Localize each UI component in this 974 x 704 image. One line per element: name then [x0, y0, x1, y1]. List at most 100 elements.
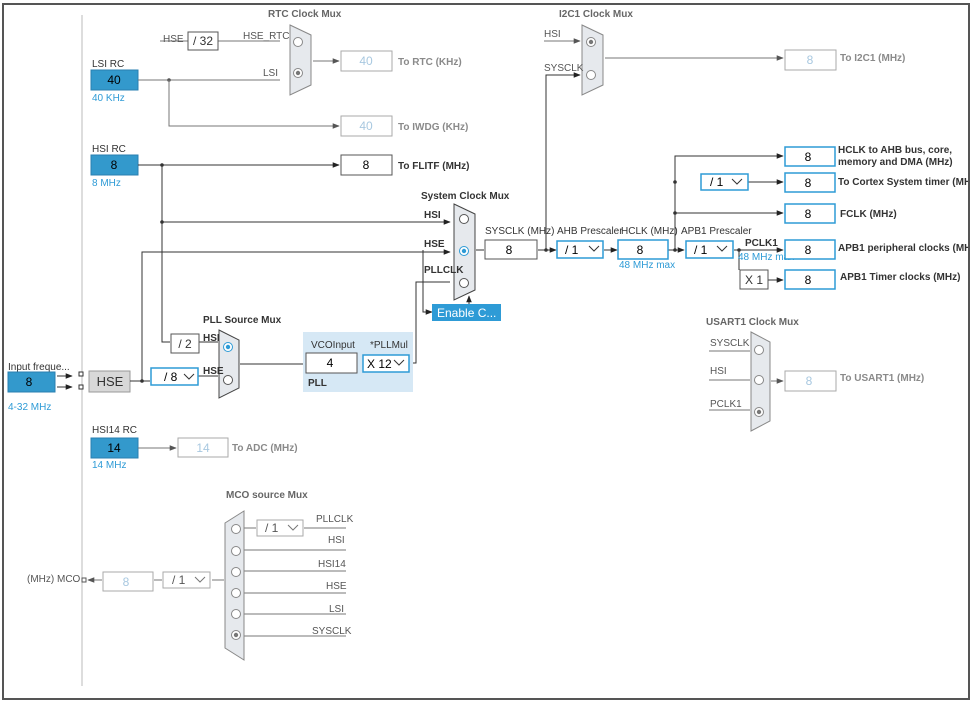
hse-prediv-value: / 8	[164, 370, 178, 384]
usart-pclk1-label: PCLK1	[710, 399, 742, 410]
rtc-output-box: 40	[340, 50, 393, 72]
input-frequency-box[interactable]: 8	[7, 371, 56, 393]
chevron-down-icon	[194, 576, 206, 583]
vco-input-label: VCOInput	[311, 340, 355, 351]
pll-label: PLL	[308, 378, 327, 389]
apb1-timer-multiplier: X 1	[739, 269, 769, 290]
system-clock-mux[interactable]	[453, 203, 476, 301]
mco-divider-value: / 1	[172, 573, 186, 587]
mco-mux-radio-hse[interactable]	[231, 588, 241, 598]
hsi-freq: 8 MHz	[92, 178, 121, 189]
hclk-max: 48 MHz max	[619, 260, 675, 271]
cortex-timer-divider-select[interactable]: / 1	[700, 173, 749, 191]
i2c1-output-label: To I2C1 (MHz)	[840, 53, 905, 64]
iwdg-output-value: 40	[359, 119, 373, 133]
hsi14-rc-box[interactable]: 14	[90, 437, 139, 459]
chevron-down-icon	[716, 245, 728, 252]
ahb-prescaler-label: AHB Prescaler	[557, 226, 623, 237]
input-frequency-label: Input freque...	[8, 362, 70, 373]
hsi14-rc-label: HSI14 RC	[92, 425, 137, 436]
cortex-timer-output-label: To Cortex System timer (MHz)	[838, 177, 968, 188]
hsi14-freq: 14 MHz	[92, 460, 126, 471]
lsi-rc-box[interactable]: 40	[90, 69, 139, 91]
pll-mux-hsi-label: HSI	[203, 333, 220, 344]
usart1-clock-mux[interactable]	[750, 331, 771, 432]
mco-mux-radio-hsi[interactable]	[231, 546, 241, 556]
apb1-periph-output-label: APB1 peripheral clocks (MHz)	[838, 243, 968, 254]
rtc-output-value: 40	[359, 54, 373, 68]
mco-mux-radio-lsi[interactable]	[231, 609, 241, 619]
hse-prediv-select[interactable]: / 8	[150, 367, 199, 386]
rtc-hse-label: HSE	[163, 34, 184, 45]
pll-source-mux-title: PLL Source Mux	[203, 315, 282, 326]
lsi-rc-label: LSI RC	[92, 59, 124, 70]
pll-mux-radio-hse[interactable]	[223, 375, 233, 385]
mco-output-value: 8	[123, 575, 130, 589]
sysmux-radio-hsi[interactable]	[459, 214, 469, 224]
sysmux-pllclk-label: PLLCLK	[424, 265, 464, 276]
lsi-freq: 40 KHz	[92, 93, 125, 104]
usart1-mux-title: USART1 Clock Mux	[706, 317, 799, 328]
mco-divider-select[interactable]: / 1	[162, 571, 211, 589]
pll-hsi-divider-value: / 2	[178, 337, 192, 351]
osc-pin-out	[78, 384, 84, 390]
apb1-timer-multiplier-value: X 1	[745, 273, 763, 287]
hclk-ahb-output-value: 8	[805, 150, 812, 164]
i2c-sysclk-label: SYSCLK	[544, 63, 584, 74]
i2c1-clock-mux[interactable]	[581, 24, 604, 96]
mco-mux-title: MCO source Mux	[226, 490, 308, 501]
pll-hsi-divider: / 2	[170, 333, 200, 354]
hclk-value: 8	[637, 243, 644, 257]
usart-mux-radio-sysclk[interactable]	[754, 345, 764, 355]
osc-pin-in	[78, 371, 84, 377]
mco-hsi14-label: HSI14	[318, 559, 346, 570]
hclk-box[interactable]: 8	[617, 239, 669, 260]
chevron-down-icon	[588, 245, 600, 252]
flitf-output-value: 8	[363, 158, 370, 172]
fclk-output-label: FCLK (MHz)	[840, 209, 897, 220]
mco-hsi-label: HSI	[328, 535, 345, 546]
apb1-timer-output-value: 8	[805, 273, 812, 287]
i2c-mux-radio-sysclk[interactable]	[586, 70, 596, 80]
rtc-output-label: To RTC (KHz)	[398, 57, 462, 68]
rtc-mux-radio-hse[interactable]	[293, 37, 303, 47]
cortex-timer-output-box: 8	[784, 172, 836, 193]
usart1-output-value: 8	[806, 374, 813, 388]
iwdg-output-label: To IWDG (KHz)	[398, 122, 468, 133]
system-clock-mux-title: System Clock Mux	[421, 191, 510, 202]
mco-hse-label: HSE	[326, 581, 347, 592]
sysclk-value: 8	[506, 243, 513, 257]
pllmul-select[interactable]: X 12	[362, 354, 410, 373]
flitf-output-label: To FLITF (MHz)	[398, 161, 469, 172]
apb1-periph-output-value: 8	[805, 243, 812, 257]
pclk1-max: 48 MHz max	[738, 252, 794, 263]
mco-output-label: (MHz) MCO	[27, 574, 81, 585]
hsi-value: 8	[111, 158, 118, 172]
hsi-rc-box[interactable]: 8	[90, 154, 139, 176]
mco-pll-divider-value: / 1	[265, 521, 279, 535]
sysmux-radio-pllclk[interactable]	[459, 278, 469, 288]
mco-source-mux[interactable]	[224, 510, 245, 661]
enable-css-button[interactable]: Enable C...	[432, 304, 501, 321]
mco-pin	[81, 577, 87, 583]
mco-pll-divider-select[interactable]: / 1	[256, 519, 304, 537]
mco-mux-radio-hsi14[interactable]	[231, 567, 241, 577]
i2c-hsi-label: HSI	[544, 29, 561, 40]
lsi-value: 40	[107, 73, 121, 87]
rtc-lsi-label: LSI	[263, 68, 278, 79]
rtc-hse-divider: / 32	[187, 31, 219, 51]
ahb-prescaler-select[interactable]: / 1	[556, 240, 604, 259]
cortex-timer-divider-value: / 1	[710, 175, 724, 189]
apb1-prescaler-select[interactable]: / 1	[685, 240, 734, 259]
mco-mux-radio-pllclk[interactable]	[231, 524, 241, 534]
enable-css-wire	[422, 250, 433, 315]
hclk-ahb-output-box: 8	[784, 146, 836, 167]
chevron-down-icon	[287, 524, 299, 531]
adc-output-box: 14	[177, 437, 229, 458]
vco-input-box: 4	[305, 352, 358, 374]
usart-mux-radio-hsi[interactable]	[754, 375, 764, 385]
pll-source-mux[interactable]	[218, 329, 240, 399]
hsi-pll-wire	[161, 222, 170, 343]
rtc-clock-mux[interactable]	[289, 24, 312, 96]
sysclk-label: SYSCLK (MHz)	[485, 226, 554, 237]
